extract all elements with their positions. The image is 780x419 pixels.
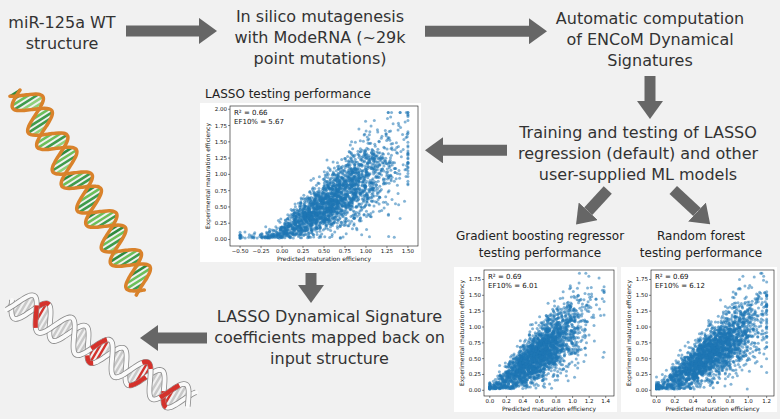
- figure-ground: miR-125a WT structureIn silico mutagenes…: [0, 0, 780, 419]
